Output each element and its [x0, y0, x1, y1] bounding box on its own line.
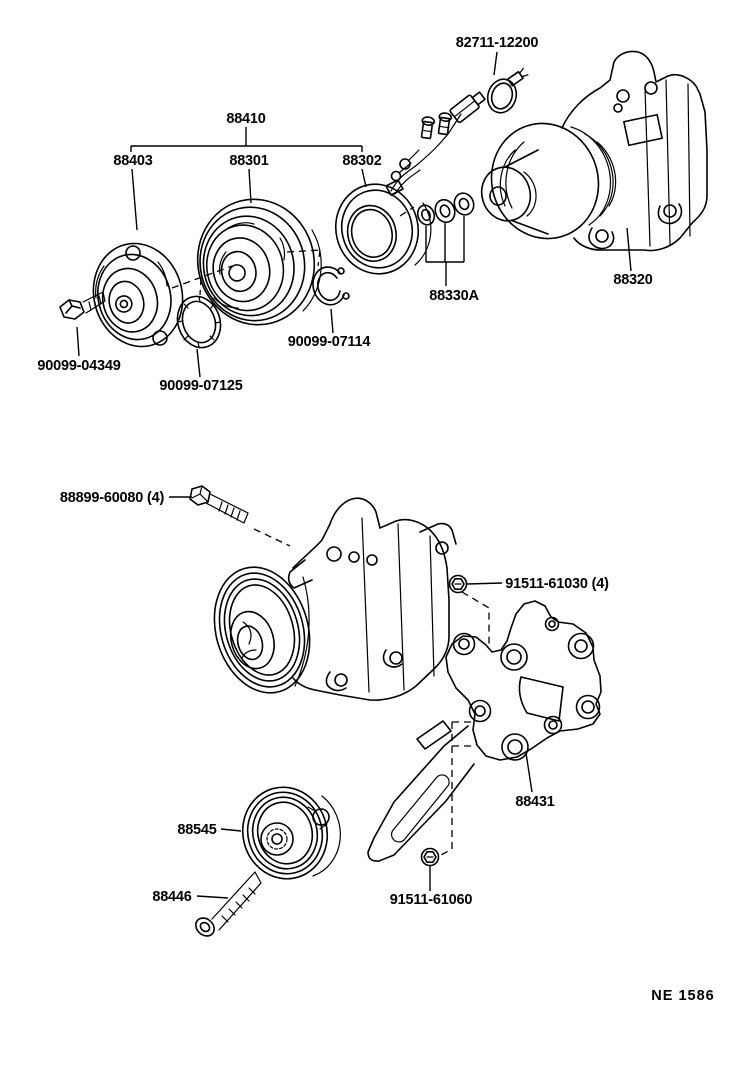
shim-drawing — [176, 295, 222, 349]
part-label-bracket-bolt: 91511-61030 (4) — [505, 576, 609, 592]
part-label-compressor: 88320 — [613, 272, 652, 288]
washers-drawing — [416, 192, 475, 226]
leader-lines — [76, 51, 632, 899]
part-label-washer-set: 88330A — [429, 288, 479, 304]
top-assembly-art — [59, 50, 708, 349]
clutch-hub-drawing — [92, 242, 184, 348]
part-label-snap-ring: 90099-07114 — [288, 334, 371, 350]
stator-coil-drawing — [334, 179, 432, 275]
bolt-symbol-61060 — [420, 847, 440, 867]
part-label-adjust-bolt: 88446 — [152, 889, 191, 905]
part-label-pivot-bolt: 91511-61060 — [390, 892, 473, 908]
part-label-clamp: 82711-12200 — [456, 35, 539, 51]
idler-pulley-drawing — [241, 786, 341, 880]
mount-bolt-drawing — [189, 485, 249, 524]
part-label-stator-coil: 88302 — [342, 153, 381, 169]
bracket-drawing — [367, 600, 602, 862]
part-label-bracket: 88431 — [515, 794, 554, 810]
part-labels: 82711-12200 88410 88403 88301 88302 8832… — [37, 35, 714, 1004]
harness-drawing — [390, 91, 486, 195]
clamp-drawing — [486, 67, 529, 114]
part-label-clutch-hub: 88403 — [113, 153, 152, 169]
bottom-assembly-art — [189, 485, 602, 937]
compressor-bottom-drawing — [213, 497, 457, 701]
rotor-pulley-drawing — [196, 198, 322, 326]
part-label-idler-pulley: 88545 — [177, 822, 216, 838]
part-label-hub-bolt: 90099-04349 — [37, 358, 120, 374]
part-label-mount-bolt: 88899-60080 (4) — [60, 490, 165, 506]
hidden-lines — [171, 206, 490, 856]
snap-ring-drawing — [312, 266, 350, 306]
part-label-rotor-pulley: 88301 — [229, 153, 268, 169]
part-label-shim: 90099-07125 — [159, 378, 242, 394]
diagram-code: NE 1586 — [651, 988, 714, 1004]
compressor-top-drawing — [480, 50, 708, 252]
adjust-bolt-drawing — [195, 871, 262, 937]
part-label-clutch-assembly: 88410 — [226, 111, 265, 127]
bolt-symbol-61030 — [448, 574, 468, 594]
